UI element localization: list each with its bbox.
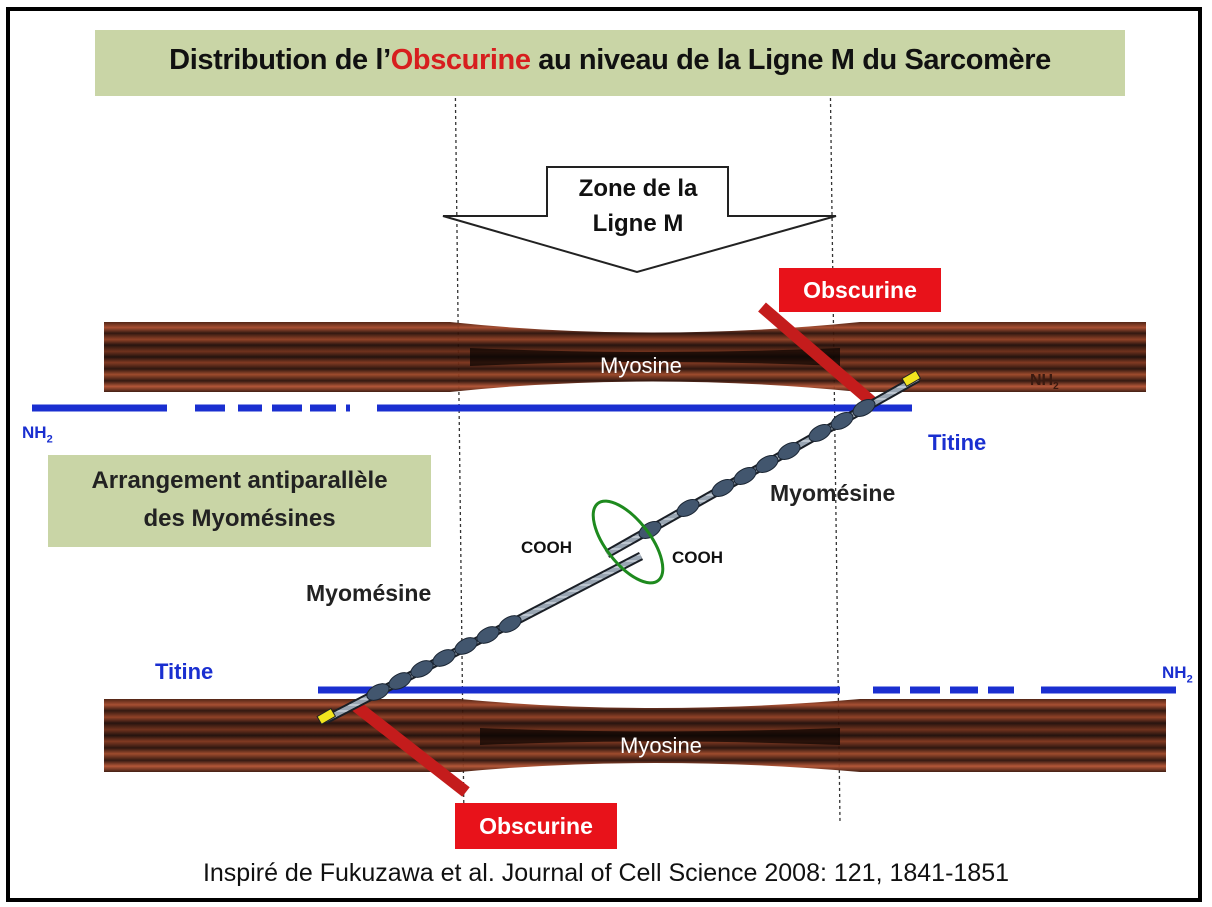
m-line-right-boundary (829, 61, 841, 823)
title-text-before: Distribution de l’ (169, 44, 391, 76)
m-line-zone-arrow (442, 166, 837, 274)
m-line-left-boundary (454, 61, 465, 823)
title-text-after: au niveau de la Ligne M du Sarcomère (530, 44, 1051, 76)
arrangement-line1: Arrangement antiparallèle (91, 467, 388, 494)
myosin-bottom-core (480, 728, 840, 745)
myomesin-rod-upper (604, 374, 921, 558)
myomesine-label-right: Myomésine (770, 480, 896, 506)
arrangement-line2: des Myomésines (143, 505, 336, 532)
obscurine-bar-top (758, 302, 876, 407)
diagram-title: Distribution de l’Obscurine au niveau de… (95, 44, 1125, 77)
m-line-zone-label-line1: Zone de la (578, 175, 698, 202)
obscurine-label-bottom: Obscurine (455, 803, 617, 849)
title-highlight-word: Obscurine (390, 44, 531, 76)
cooh-label-left: COOH (521, 538, 572, 557)
myosine-label-top: Myosine (600, 353, 682, 378)
anchor-top (901, 369, 922, 388)
nh2-label-left: NH2 (22, 423, 53, 446)
nh2-label-right-bottom: NH2 (1162, 663, 1193, 686)
myosin-top-core (470, 348, 840, 366)
cooh-label-right: COOH (672, 548, 723, 567)
myosine-label-bottom: Myosine (620, 733, 702, 758)
title-banner: Distribution de l’Obscurine au niveau de… (95, 30, 1125, 96)
obscurine-bar-bottom (352, 701, 470, 797)
myomesine-label-left: Myomésine (306, 580, 432, 606)
cooh-overlap-ring (591, 499, 665, 585)
source-caption: Inspiré de Fukuzawa et al. Journal of Ce… (202, 859, 1010, 887)
anchor-bottom (316, 707, 337, 726)
m-line-zone-label-line2: Ligne M (592, 210, 684, 237)
obscurine-label-top: Obscurine (779, 268, 941, 312)
titine-label-top: Titine (928, 430, 987, 455)
arrangement-box: Arrangement antiparallèle des Myomésines (48, 455, 431, 547)
nh2-label-right-top: NH2 (1030, 372, 1059, 393)
titine-label-bottom: Titine (155, 659, 214, 684)
myomesin-rod-lower (322, 552, 644, 724)
